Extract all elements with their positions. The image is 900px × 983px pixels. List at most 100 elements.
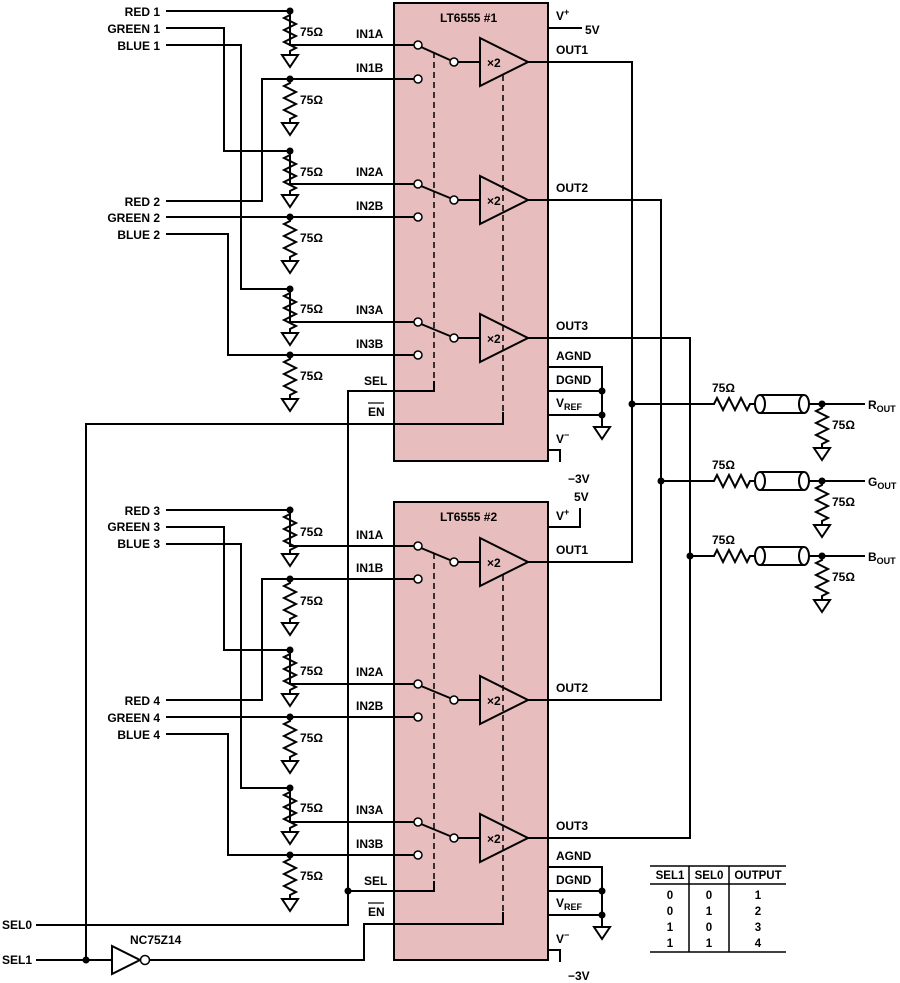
- truth-cell: 0: [706, 890, 712, 902]
- truth-cell: 1: [755, 890, 762, 902]
- truth-cell: 1: [706, 938, 713, 950]
- truth-table: SEL1 SEL0 OUTPUT 0 0 1 0 1 2 1 0 3 1 1 4: [650, 865, 786, 953]
- input-wiring-chip2: [166, 506, 414, 912]
- chip1-pin-in1a: IN1A: [356, 27, 384, 41]
- chip1-pin-in2a: IN2A: [356, 165, 384, 179]
- chip1-pin-out2: OUT2: [556, 181, 588, 195]
- chip2-pin-in3b: IN3B: [356, 837, 384, 851]
- chip2-pin-sel: SEL: [364, 874, 387, 888]
- output-wiring: [528, 61, 865, 839]
- output-g-label: GOUT: [868, 475, 897, 491]
- input-red-2: RED 2: [125, 195, 161, 209]
- res-label-r8: 75Ω: [300, 594, 323, 608]
- chip1-pin-vplus: V+: [556, 7, 569, 23]
- res-label-r10: 75Ω: [300, 731, 323, 745]
- chip1-pin-out1: OUT1: [556, 43, 588, 57]
- truth-header-output: OUTPUT: [734, 870, 781, 882]
- chip1-pin-dgnd: DGND: [556, 373, 592, 387]
- truth-cell: 0: [667, 906, 673, 918]
- res-label-r3: 75Ω: [300, 165, 323, 179]
- output-b-label: BOUT: [868, 550, 896, 566]
- chip1-pin-en: EN: [368, 405, 385, 419]
- chip1-pin-in1b: IN1B: [356, 61, 384, 75]
- truth-cell: 1: [667, 938, 674, 950]
- input-red-1: RED 1: [125, 5, 161, 19]
- input-green-3: GREEN 3: [107, 520, 160, 534]
- res-label-r2: 75Ω: [300, 93, 323, 107]
- chip1-pin-agnd: AGND: [556, 349, 592, 363]
- chip2-pin-agnd: AGND: [556, 849, 592, 863]
- input-red-4: RED 4: [125, 694, 161, 708]
- chip1-amp2-gain: ×2: [487, 194, 501, 208]
- chip2-pin-in2b: IN2B: [356, 699, 384, 713]
- chip1-pin-vref: VREF: [556, 396, 583, 412]
- input-green-2: GREEN 2: [107, 211, 160, 225]
- truth-header-sel1: SEL1: [656, 870, 685, 882]
- chip2-amp3-gain: ×2: [487, 832, 501, 846]
- input-labels: RED 1 GREEN 1 BLUE 1 RED 2 GREEN 2 BLUE …: [107, 5, 160, 742]
- resistor-labels-chip2: 75Ω 75Ω 75Ω 75Ω 75Ω 75Ω: [300, 525, 323, 883]
- chip1-amp3-gain: ×2: [487, 332, 501, 346]
- chip2-amp2-gain: ×2: [487, 694, 501, 708]
- chip2-pin-in1a: IN1A: [356, 528, 384, 542]
- res-term-r: 75Ω: [832, 418, 855, 432]
- chip2-pin-out2: OUT2: [556, 681, 588, 695]
- output-resistor-labels: 75Ω 75Ω 75Ω 75Ω 75Ω 75Ω: [712, 381, 855, 584]
- truth-cell: 4: [755, 938, 762, 950]
- truth-cell: 1: [706, 906, 713, 918]
- truth-header-sel0: SEL0: [695, 870, 724, 882]
- res-label-r7: 75Ω: [300, 525, 323, 539]
- res-label-r1: 75Ω: [300, 25, 323, 39]
- res-term-g: 75Ω: [832, 495, 855, 509]
- chip2-internals: ×2 ×2 ×2: [413, 537, 529, 912]
- chip2-pin-vref: VREF: [556, 896, 583, 912]
- chip1-pin-in3a: IN3A: [356, 303, 384, 317]
- res-label-r12: 75Ω: [300, 869, 323, 883]
- chip1-pin-out3: OUT3: [556, 319, 588, 333]
- chip2-pin-vplus: V+: [556, 507, 569, 523]
- chip1-supply-neg3v: −3V: [568, 472, 590, 486]
- input-red-3: RED 3: [125, 504, 161, 518]
- chip2-pin-vminus: V−: [556, 930, 569, 946]
- res-series-g: 75Ω: [712, 458, 735, 472]
- chip1-amp1-gain: ×2: [487, 56, 501, 70]
- inverter-label: NC75Z14: [130, 933, 182, 947]
- chip1-body: [393, 2, 549, 462]
- input-wiring-chip1: [166, 7, 414, 412]
- res-label-r9: 75Ω: [300, 664, 323, 678]
- truth-cell: 0: [667, 890, 673, 902]
- control-sel1: SEL1: [2, 953, 32, 967]
- input-blue-3: BLUE 3: [117, 537, 160, 551]
- res-label-r11: 75Ω: [300, 801, 323, 815]
- chip2-pin-en: EN: [368, 905, 385, 919]
- chip1-pin-in2b: IN2B: [356, 199, 384, 213]
- input-blue-2: BLUE 2: [117, 228, 160, 242]
- control-wiring: [36, 381, 504, 976]
- res-series-r: 75Ω: [712, 381, 735, 395]
- input-blue-1: BLUE 1: [117, 39, 160, 53]
- res-term-b: 75Ω: [832, 570, 855, 584]
- chip2-amp1-gain: ×2: [487, 556, 501, 570]
- output-r-label: ROUT: [868, 398, 896, 414]
- res-series-b: 75Ω: [712, 533, 735, 547]
- chip2-pin-in2a: IN2A: [356, 665, 384, 679]
- chip1-supply-5v: 5V: [585, 23, 600, 37]
- input-green-1: GREEN 1: [107, 22, 160, 36]
- chip2-supply-neg3v: −3V: [568, 969, 590, 983]
- chip2-supply-5v: 5V: [574, 490, 589, 504]
- chip2-pin-dgnd: DGND: [556, 873, 592, 887]
- supply-wiring: [548, 27, 611, 962]
- truth-cell: 3: [755, 922, 761, 934]
- chip2-pin-in1b: IN1B: [356, 561, 384, 575]
- control-sel0: SEL0: [2, 918, 32, 932]
- chip1-label: LT6555 #1: [440, 11, 497, 25]
- chip1-pin-sel: SEL: [364, 374, 387, 388]
- truth-cell: 0: [706, 922, 712, 934]
- res-label-r4: 75Ω: [300, 231, 323, 245]
- chip1-internals: ×2 ×2 ×2: [413, 37, 529, 412]
- res-label-r5: 75Ω: [300, 302, 323, 316]
- chip2-label: LT6555 #2: [440, 510, 497, 524]
- res-label-r6: 75Ω: [300, 369, 323, 383]
- truth-cell: 1: [667, 922, 674, 934]
